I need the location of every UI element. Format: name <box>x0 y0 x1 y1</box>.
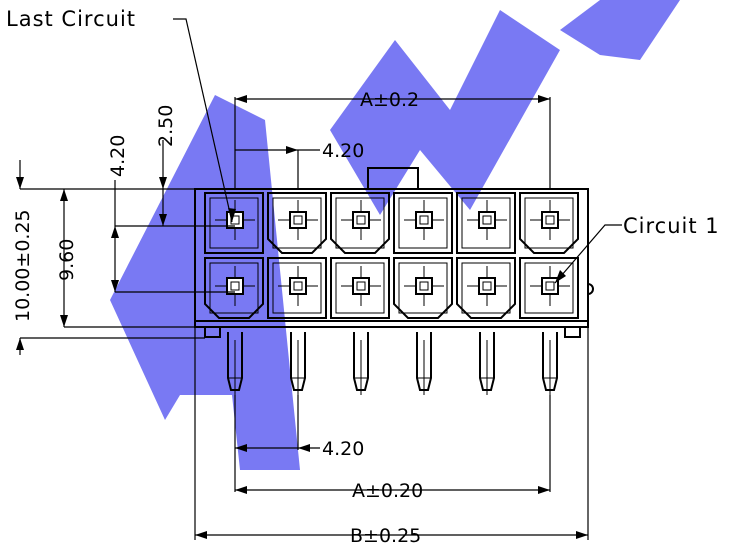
cavity <box>267 192 327 254</box>
cavity <box>393 257 453 319</box>
connector-body <box>194 167 594 338</box>
dim-left-pitch: 4.20 <box>107 135 129 177</box>
pin-row <box>227 332 558 395</box>
cavity <box>393 192 453 254</box>
label-circuit-1: Circuit 1 <box>623 214 720 238</box>
label-last-circuit: Last Circuit <box>6 7 136 31</box>
pin <box>227 332 243 395</box>
cavity <box>456 192 516 254</box>
cavity <box>456 257 516 319</box>
pin <box>353 332 369 395</box>
pin <box>290 332 306 395</box>
dim-top-pitch: 4.20 <box>322 140 364 162</box>
cavity <box>330 257 390 319</box>
cavity <box>204 192 264 254</box>
cavity <box>519 257 579 319</box>
pin <box>542 332 558 395</box>
dim-bottom-span: A±0.20 <box>352 480 423 502</box>
pin <box>416 332 432 395</box>
arrowheads <box>16 95 588 539</box>
cavity-grid <box>204 192 579 319</box>
dim-top-span: A±0.2 <box>360 89 419 111</box>
dim-overall-width: B±0.25 <box>350 525 421 547</box>
cavity <box>330 192 390 254</box>
cavity <box>267 257 327 319</box>
cavity <box>519 192 579 254</box>
dim-top-offset: 2.50 <box>155 105 177 147</box>
cavity <box>204 257 264 319</box>
dim-height-outer: 10.00±0.25 <box>12 209 34 322</box>
dim-height-inner: 9.60 <box>56 239 78 281</box>
pin <box>479 332 495 395</box>
dim-bottom-pitch: 4.20 <box>322 438 364 460</box>
